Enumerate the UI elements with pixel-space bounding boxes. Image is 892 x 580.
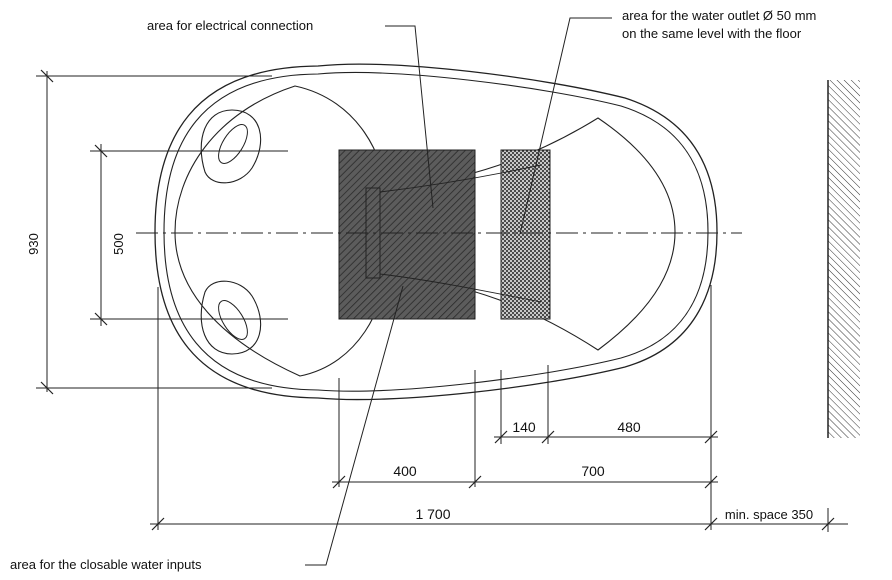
wall-hatch	[828, 80, 860, 438]
dim-row2-tick-b	[468, 475, 482, 489]
dim-row3-tick-a	[151, 517, 165, 531]
bath-outer-outline	[154, 63, 718, 401]
dim-row3-tick-b	[704, 517, 718, 531]
dim-930-label: 930	[26, 233, 41, 255]
dim-row1-tick-b	[541, 430, 555, 444]
drain-channel-edge-bottom	[379, 273, 542, 303]
label-electrical-connection: area for electrical connection	[147, 18, 313, 33]
dim-row2-tick-a	[332, 475, 346, 489]
headrest-top	[200, 109, 262, 184]
dim-min-space-label: min. space 350	[725, 507, 813, 522]
dim-930-tick-bottom	[40, 381, 54, 395]
bath-inner-outline	[163, 72, 709, 392]
electrical-water-area	[338, 149, 476, 320]
leader-water-outlet	[519, 17, 612, 235]
dim-row1-tick-c	[704, 430, 718, 444]
label-water-inputs: area for the closable water inputs	[10, 557, 202, 572]
label-water-outlet-line1: area for the water outlet Ø 50 mm	[622, 8, 816, 23]
dim-700-label: 700	[581, 463, 605, 479]
leader-electrical	[385, 25, 434, 209]
label-water-outlet-line2: on the same level with the floor	[622, 26, 802, 41]
headrest-bottom	[200, 280, 262, 355]
leader-water-inputs	[305, 285, 404, 566]
dim-400-label: 400	[393, 463, 417, 479]
drain-channel-edge-top	[379, 164, 542, 193]
dim-500-label: 500	[111, 233, 126, 255]
dim-500-tick-top	[94, 144, 108, 158]
dim-row1-tick-a	[494, 430, 508, 444]
dim-140-label: 140	[512, 419, 536, 435]
headrest-top-inner	[218, 124, 248, 164]
headrest-bottom-inner	[218, 300, 248, 340]
dim-480-label: 480	[617, 419, 641, 435]
dim-1700-label: 1 700	[415, 506, 450, 522]
water-outlet-area	[500, 149, 551, 320]
dim-930-tick-top	[40, 69, 54, 83]
dim-row2-tick-c	[704, 475, 718, 489]
dim-500-tick-bottom	[94, 312, 108, 326]
